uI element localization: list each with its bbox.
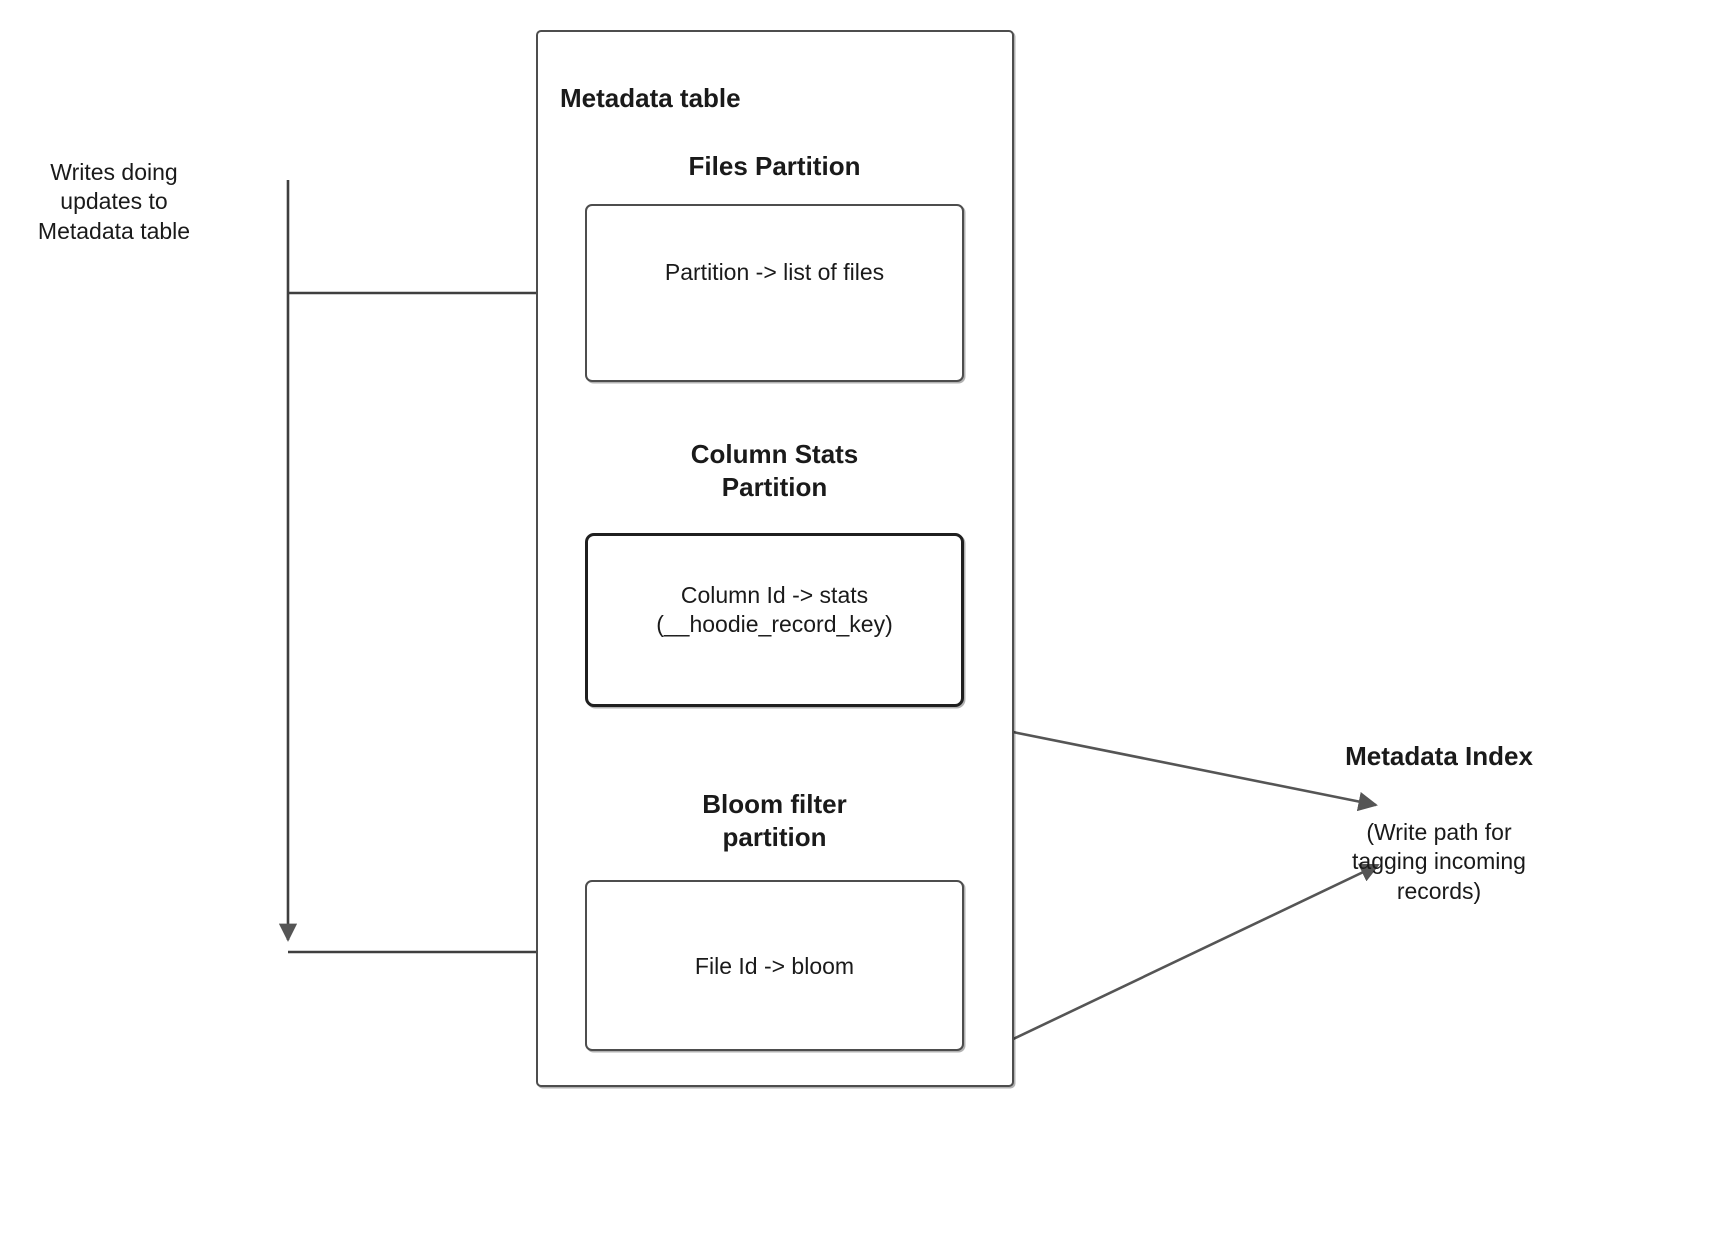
files-partition-box-text: Partition -> list of files [664, 259, 885, 285]
bloom-filter-partition-heading: Bloom filter partition [702, 789, 847, 853]
files-partition-box[interactable] [585, 204, 964, 382]
metadata-index-title: Metadata Index [1345, 741, 1533, 771]
bloom-filter-partition-box[interactable] [585, 880, 964, 1051]
column-stats-partition-heading: Column Stats Partition [690, 439, 859, 503]
column-stats-partition-box[interactable] [585, 533, 964, 707]
writes-updates-note: Writes doing updates to Metadata table [37, 159, 191, 244]
metadata-index-caption: (Write path for tagging incoming records… [1352, 819, 1526, 904]
files-partition-heading: Files Partition [688, 151, 861, 181]
bloom-filter-partition-box-text: File Id -> bloom [694, 953, 855, 979]
metadata-table-title: Metadata table [560, 83, 741, 113]
column-stats-partition-box-text: Column Id -> stats (__hoodie_record_key) [656, 582, 893, 638]
